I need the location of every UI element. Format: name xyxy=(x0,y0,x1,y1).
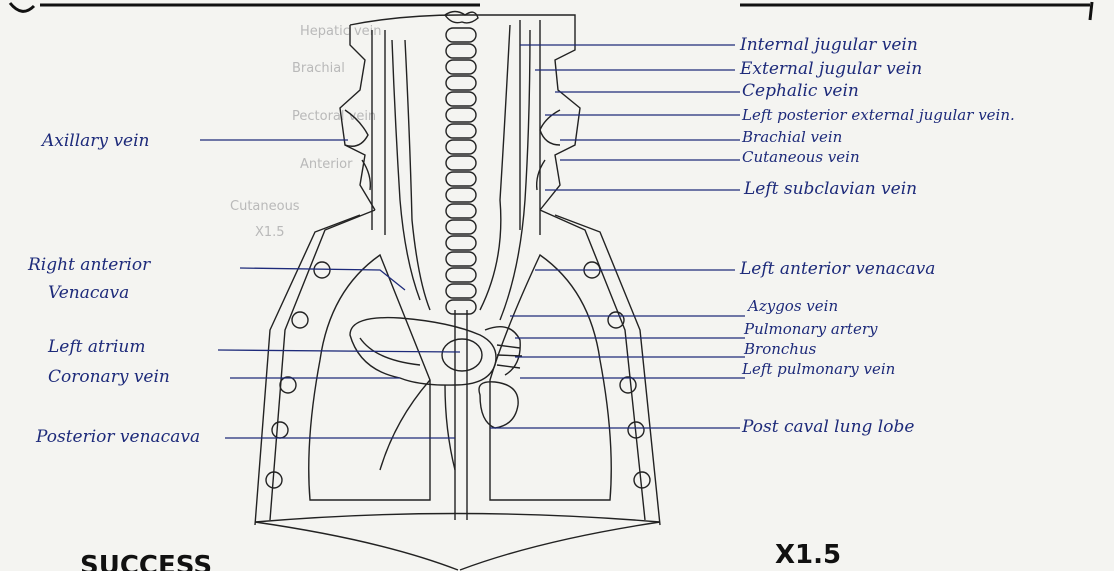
faint-label-3: Pectoral vein xyxy=(292,109,376,124)
bottom-marks: SUCCESS X1.5 xyxy=(80,540,841,571)
label-coronary-vein: Coronary vein xyxy=(48,367,170,387)
right-labels: Internal jugular vein External jugular v… xyxy=(739,35,1015,437)
label-bronchus: Bronchus xyxy=(743,340,817,358)
left-labels: Axillary vein Right anterior Venacava Le… xyxy=(27,131,200,447)
heading-underline xyxy=(10,2,1092,20)
label-right-anterior-venacava-line1: Right anterior xyxy=(27,255,151,275)
heart xyxy=(350,318,522,470)
rabbit-venous-system-drawing xyxy=(255,12,660,571)
rib-sections xyxy=(266,262,650,488)
faint-label-5: Cutaneous xyxy=(230,199,300,214)
label-post-caval-lung-lobe: Post caval lung lobe xyxy=(741,417,914,437)
label-left-subclavian-vein: Left subclavian vein xyxy=(743,179,917,199)
label-pulmonary-artery: Pulmonary artery xyxy=(743,320,878,338)
scale-label: X1.5 xyxy=(775,540,841,570)
label-external-jugular-vein: External jugular vein xyxy=(739,59,922,79)
label-left-pulmonary-vein: Left pulmonary vein xyxy=(741,360,895,378)
label-left-atrium: Left atrium xyxy=(47,337,145,357)
label-internal-jugular-vein: Internal jugular vein xyxy=(739,35,918,55)
label-azygos-vein: Azygos vein xyxy=(746,297,838,315)
show-through-text: Hepatic vein Brachial Pectoral vein Ante… xyxy=(230,24,382,240)
vertebral-column xyxy=(445,12,478,315)
faint-label-1: Hepatic vein xyxy=(300,24,382,39)
faint-label-2: Brachial xyxy=(292,61,345,76)
label-cutaneous-vein: Cutaneous vein xyxy=(742,148,860,166)
label-posterior-venacava: Posterior venacava xyxy=(35,427,200,447)
label-left-posterior-external-jugular-vein: Left posterior external jugular vein. xyxy=(741,106,1015,124)
label-cephalic-vein: Cephalic vein xyxy=(742,81,859,101)
label-right-anterior-venacava-line2: Venacava xyxy=(48,283,129,303)
faint-label-4: Anterior xyxy=(300,157,353,172)
faint-scale: X1.5 xyxy=(255,225,285,240)
label-brachial-vein: Brachial vein xyxy=(741,128,842,146)
label-left-anterior-venacava: Left anterior venacava xyxy=(739,259,935,279)
bottom-word: SUCCESS xyxy=(80,551,212,571)
label-axillary-vein: Axillary vein xyxy=(40,131,150,151)
